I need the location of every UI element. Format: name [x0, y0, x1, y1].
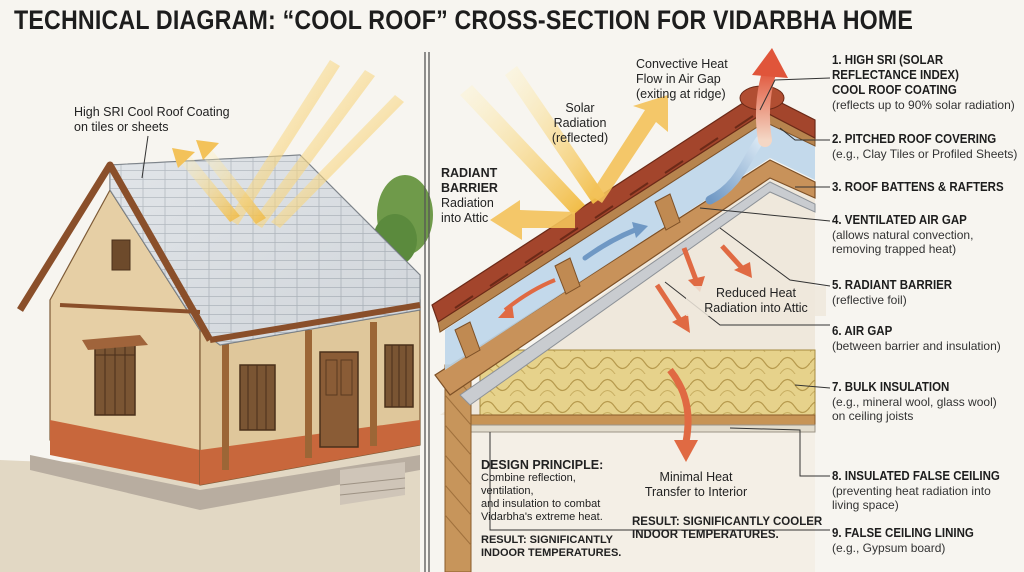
- coating-leader: [141, 135, 149, 179]
- coating-label: High SRI Cool Roof Coating on tiles or s…: [74, 105, 230, 135]
- radiant-barrier-label: RADIANT BARRIER Radiation into Attic: [441, 166, 498, 226]
- reflected-ray-arrow: [590, 95, 668, 203]
- design-line: and insulation to combat: [481, 498, 601, 510]
- key-item-6: 6. AIR GAP (between barrier and insulati…: [832, 324, 1022, 353]
- key-title: 2. PITCHED ROOF COVERING: [832, 132, 997, 146]
- barge-board: [17, 161, 214, 342]
- key-desc: living space): [832, 498, 899, 512]
- key-title: REFLECTANCE INDEX): [832, 68, 959, 82]
- convective-label-line: Convective Heat: [636, 57, 728, 71]
- key-item-7: 7. BULK INSULATION (e.g., mineral wool, …: [832, 380, 1022, 423]
- verandah-post: [222, 340, 229, 470]
- convective-label-line: (exiting at ridge): [636, 87, 726, 101]
- minimal-heat-label: Minimal Heat Transfer to Interior: [636, 470, 756, 500]
- plinth-band: [50, 420, 200, 485]
- reduced-label-line: Radiation into Attic: [704, 301, 808, 315]
- design-line: Combine reflection, ventilation,: [481, 472, 576, 497]
- solar-rays-right: [460, 66, 605, 215]
- coating-label-line: High SRI Cool Roof Coating: [74, 105, 230, 119]
- design-result-line: RESULT: SIGNIFICANTLY: [481, 534, 614, 546]
- key-title: 4. VENTILATED AIR GAP: [832, 213, 967, 227]
- key-title: COOL ROOF COATING: [832, 83, 957, 97]
- design-result-line: INDOOR TEMPERATURES.: [481, 547, 622, 559]
- key-item-4: 4. VENTILATED AIR GAP (allows natural co…: [832, 213, 1022, 256]
- design-principle: DESIGN PRINCIPLE: Combine reflection, ve…: [481, 459, 631, 560]
- reduced-heat-arrows: [654, 244, 752, 333]
- design-line: Vidarbha's extreme heat.: [481, 511, 603, 523]
- ventilated-air-gap: [445, 120, 815, 370]
- key-title: 6. AIR GAP: [832, 324, 893, 338]
- design-principle-title: DESIGN PRINCIPLE:: [481, 458, 604, 472]
- house-illustration: [0, 60, 433, 572]
- radiant-title-line: RADIANT: [441, 166, 498, 180]
- key-title: 9. FALSE CEILING LINING: [832, 526, 974, 540]
- key-title: 8. INSULATED FALSE CEILING: [832, 469, 1000, 483]
- key-desc: (e.g., Clay Tiles or Profiled Sheets): [832, 147, 1018, 161]
- page-title: TECHNICAL DIAGRAM: “COOL ROOF” CROSS-SEC…: [14, 5, 914, 35]
- key-desc: (e.g., mineral wool, glass wool): [832, 395, 997, 409]
- reflected-arrowheads: [172, 140, 219, 168]
- solar-label-line: Radiation: [553, 116, 607, 130]
- attic-window: [111, 239, 131, 271]
- result-line: RESULT: SIGNIFICANTLY COOLER: [632, 516, 823, 528]
- coating-label-line: on tiles or sheets: [74, 120, 169, 134]
- convective-label: Convective Heat Flow in Air Gap (exiting…: [636, 57, 728, 102]
- key-desc: (reflective foil): [832, 293, 907, 307]
- cross-section: [431, 48, 831, 572]
- sun-rays: [180, 60, 404, 228]
- radiant-text-line: into Attic: [441, 211, 489, 225]
- radiant-title-line: BARRIER: [441, 181, 498, 195]
- bulk-insulation: [479, 349, 816, 419]
- key-desc: (allows natural convection,: [832, 228, 974, 242]
- key-desc: on ceiling joists: [832, 409, 914, 423]
- key-desc: (preventing heat radiation into: [832, 484, 991, 498]
- key-title: 3. ROOF BATTENS & RAFTERS: [832, 180, 1004, 194]
- minimal-heat-arrow: [667, 367, 692, 443]
- result-center: RESULT: SIGNIFICANTLY COOLER INDOOR TEMP…: [632, 516, 822, 542]
- clay-tiles: [431, 91, 816, 323]
- ceiling-joist: [469, 414, 816, 426]
- key-item-9: 9. FALSE CEILING LINING (e.g., Gypsum bo…: [832, 526, 1022, 555]
- convective-label-line: Flow in Air Gap: [636, 72, 721, 86]
- radiant-text-line: Radiation: [441, 196, 494, 210]
- minimal-label-line: Transfer to Interior: [644, 485, 748, 499]
- leader-lines: [489, 77, 831, 531]
- reduced-label-line: Reduced Heat: [716, 286, 796, 300]
- key-desc: (reflects up to 90% solar radiation): [832, 98, 1015, 112]
- minimal-label-line: Minimal Heat: [659, 470, 733, 484]
- key-desc: (e.g., Gypsum board): [832, 541, 946, 555]
- solar-label: Solar Radiation (reflected): [540, 101, 620, 146]
- radiant-barrier: [459, 181, 816, 406]
- result-line: INDOOR TEMPERATURES.: [632, 529, 779, 541]
- solar-label-line: Solar: [565, 101, 595, 115]
- key-title: 5. RADIANT BARRIER: [832, 278, 953, 292]
- reduced-heat-label: Reduced Heat Radiation into Attic: [686, 286, 826, 316]
- key-desc: (between barrier and insulation): [832, 339, 1001, 353]
- key-item-1: 1. HIGH SRI (SOLAR REFLECTANCE INDEX) CO…: [832, 53, 1022, 112]
- key-item-5: 5. RADIANT BARRIER (reflective foil): [832, 278, 1022, 307]
- convective-flow: [705, 135, 765, 205]
- key-item-3: 3. ROOF BATTENS & RAFTERS: [832, 180, 1022, 195]
- roof-battens: [454, 193, 681, 359]
- rafter: [434, 159, 816, 396]
- solar-label-line: (reflected): [551, 131, 609, 145]
- key-title: 1. HIGH SRI (SOLAR: [832, 53, 944, 67]
- key-item-2: 2. PITCHED ROOF COVERING (e.g., Clay Til…: [832, 132, 1022, 161]
- key-desc: removing trapped heat): [832, 242, 957, 256]
- key-title: 7. BULK INSULATION: [832, 380, 950, 394]
- rising-heat-arrow: [755, 63, 777, 147]
- key-item-8: 8. INSULATED FALSE CEILING (preventing h…: [832, 469, 1022, 512]
